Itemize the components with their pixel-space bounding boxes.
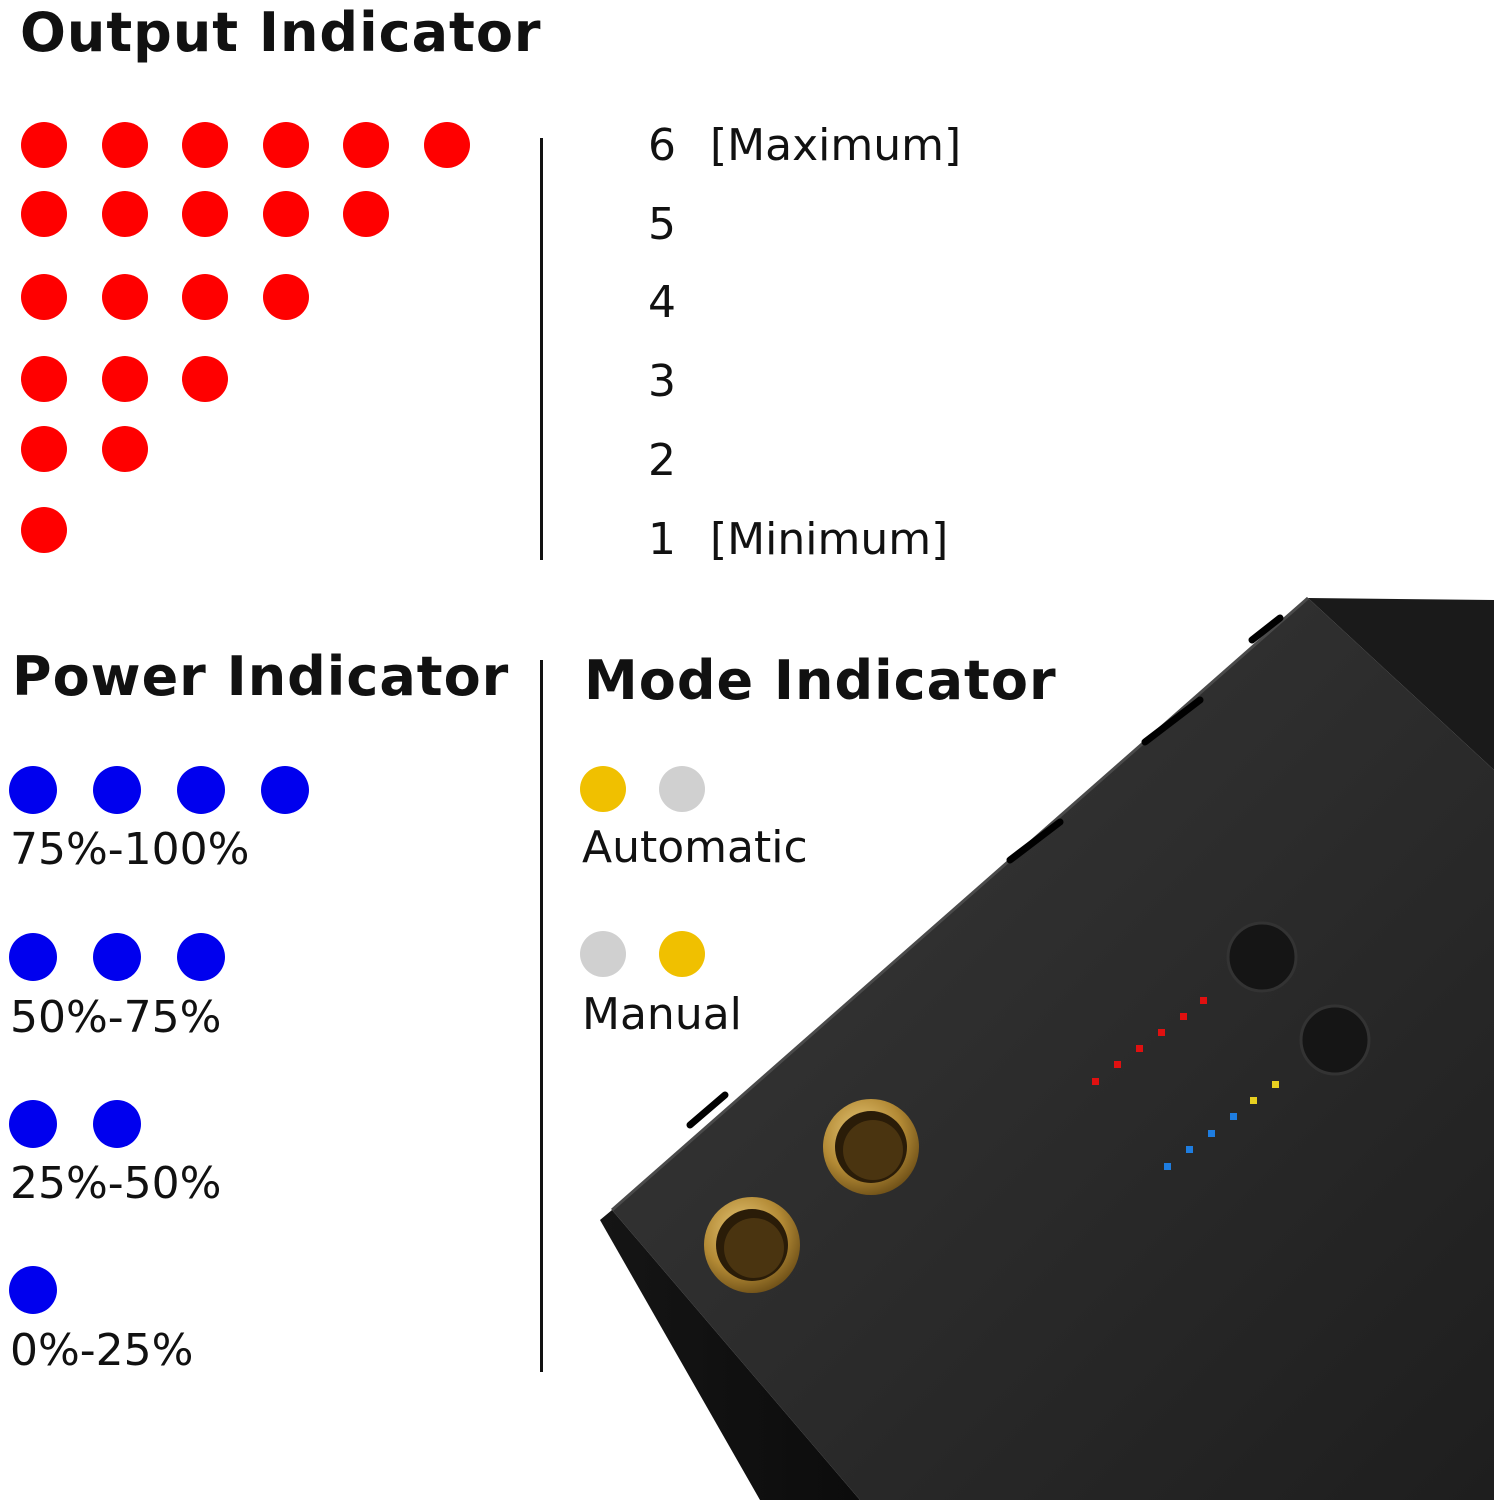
power-dot: [177, 766, 225, 814]
device-side-face: [1308, 598, 1494, 770]
output-dot: [343, 191, 389, 237]
output-dot: [182, 356, 228, 402]
device-port-upper: [823, 1099, 919, 1195]
output-dot: [262, 122, 309, 168]
output-dot: [101, 122, 148, 168]
output-dot: [21, 356, 67, 402]
output-level-4: 4: [648, 277, 676, 328]
output-dot: [182, 274, 228, 320]
power-dot: [9, 766, 57, 814]
output-level-6: 6[Maximum]: [648, 120, 962, 171]
output-dot: [182, 191, 228, 237]
power-level-label: 0%-25%: [10, 1325, 194, 1376]
mode-dot-off: [580, 931, 626, 977]
output-level-5: 5: [648, 199, 676, 250]
power-mode-divider: [540, 660, 543, 1372]
power-dot: [177, 933, 225, 981]
mode-dot-off: [659, 766, 705, 812]
output-dot: [182, 122, 228, 168]
output-indicator-title: Output Indicator: [20, 1, 542, 64]
output-dot: [262, 191, 309, 237]
device-port-lower: [704, 1197, 800, 1293]
output-dot: [21, 274, 67, 320]
device-bottom-edge: [600, 1210, 860, 1500]
power-dot: [9, 933, 57, 981]
power-dot: [9, 1100, 57, 1148]
output-dot: [101, 426, 148, 472]
mode-label-automatic: Automatic: [582, 822, 808, 873]
mode-dot-on: [580, 766, 626, 812]
output-dot: [101, 356, 148, 402]
device-power-leds: [1164, 1113, 1237, 1170]
output-divider: [540, 138, 543, 560]
output-level-3: 3: [648, 356, 676, 407]
mode-dot-on: [659, 931, 705, 977]
device-mode-leds: [1250, 1081, 1279, 1104]
power-dot: [93, 933, 141, 981]
device-output-leds: [1092, 997, 1207, 1085]
output-dot: [101, 274, 148, 320]
device-vents: [686, 614, 1284, 1129]
device-button-top: [1226, 921, 1298, 993]
power-dot: [261, 766, 309, 814]
device-edge-line: [611, 596, 1309, 1212]
output-dot: [423, 122, 470, 168]
output-dot: [101, 191, 148, 237]
power-level-label: 75%-100%: [10, 824, 250, 875]
output-dot: [262, 274, 309, 320]
output-dot: [343, 122, 389, 168]
power-dot: [93, 1100, 141, 1148]
output-level-1: 1[Minimum]: [648, 514, 949, 565]
power-level-label: 50%-75%: [10, 992, 222, 1043]
output-dot: [21, 507, 67, 553]
output-dot: [21, 191, 67, 237]
power-dot: [9, 1266, 57, 1314]
output-dot: [21, 122, 67, 168]
power-level-label: 25%-50%: [10, 1158, 222, 1209]
mode-label-manual: Manual: [582, 989, 742, 1040]
mode-indicator-title: Mode Indicator: [584, 649, 1057, 712]
output-level-2: 2: [648, 435, 676, 486]
power-dot: [93, 766, 141, 814]
device-front-face: [612, 598, 1494, 1500]
power-indicator-title: Power Indicator: [12, 645, 510, 708]
output-dot: [21, 426, 67, 472]
device-button-bottom: [1299, 1004, 1371, 1076]
